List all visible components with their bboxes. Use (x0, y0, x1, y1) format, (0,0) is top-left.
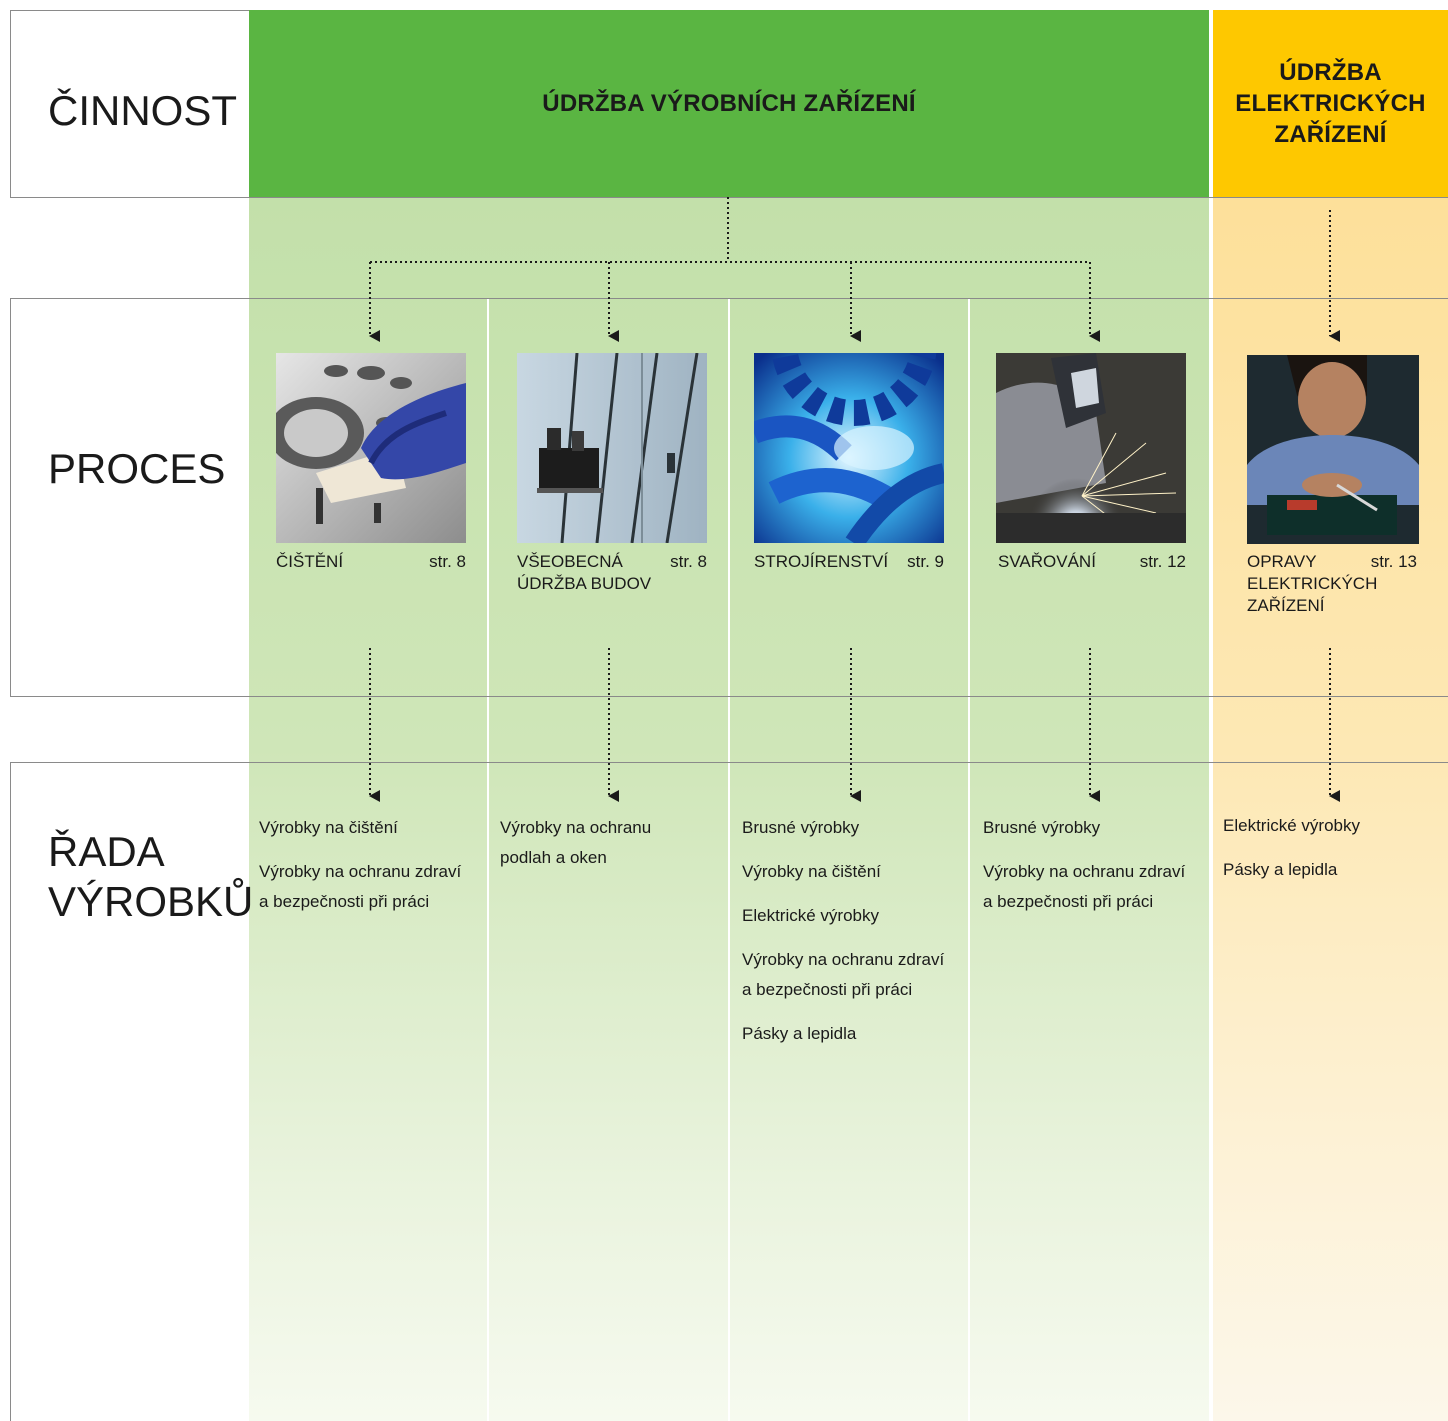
grid-line (10, 696, 1448, 697)
grid-line (10, 197, 1448, 198)
column-separator (728, 298, 730, 1421)
grid-line (10, 10, 11, 198)
column-separator (968, 298, 970, 1421)
welding-photo (996, 353, 1186, 543)
cleaning-photo (276, 353, 466, 543)
product-item: Elektrické výrobky (742, 906, 879, 925)
process-name-cisteni: ČIŠTĚNÍ (276, 552, 344, 571)
grid-line (10, 762, 11, 1421)
process-name-strojirenstvi: STROJÍRENSTVÍ (754, 552, 889, 571)
process-name-opravy: OPRAVY ELEKTRICKÝCH ZAŘÍZENÍ (1247, 552, 1378, 615)
product-item: Elektrické výrobky (1223, 816, 1360, 835)
product-list-cisteni: Výrobky na čištění Výrobky na ochranu zd… (259, 813, 474, 931)
product-item: Výrobky na ochranu zdraví a bezpečnosti … (742, 950, 945, 999)
grid-line (10, 298, 11, 697)
row-label-proces: PROCES (48, 445, 226, 492)
product-item: Výrobky na ochranu podlah a oken (500, 818, 652, 867)
product-list-udrzba-budov: Výrobky na ochranu podlah a oken (500, 813, 680, 887)
grid-line (10, 298, 1448, 299)
electrical-repair-photo (1247, 355, 1419, 544)
gears-photo (754, 353, 944, 543)
row-label-cinnost: ČINNOST (48, 87, 237, 134)
header-elektricke-line2: ELEKTRICKÝCH (1235, 89, 1426, 117)
building-maintenance-photo (517, 353, 707, 543)
process-page-cisteni: str. 8 (429, 552, 466, 571)
header-elektricke-line1: ÚDRŽBA (1279, 58, 1382, 86)
row-label-rada-line2: VÝROBKŮ (48, 877, 254, 925)
process-name-udrzba-budov: VŠEOBECNÁ ÚDRŽBA BUDOV (517, 552, 652, 593)
product-list-svarovani: Brusné výrobky Výrobky na ochranu zdraví… (983, 813, 1198, 931)
column-separator (487, 298, 489, 1421)
process-page-opravy: str. 13 (1370, 552, 1417, 571)
product-list-opravy: Elektrické výrobky Pásky a lepidla (1223, 811, 1438, 899)
process-page-udrzba-budov: str. 8 (670, 552, 707, 571)
product-list-strojirenstvi: Brusné výrobky Výrobky na čištění Elektr… (742, 813, 957, 1063)
header-vyrobni-label: ÚDRŽBA VÝROBNÍCH ZAŘÍZENÍ (542, 89, 916, 117)
product-item: Pásky a lepidla (742, 1024, 857, 1043)
process-page-svarovani: str. 12 (1139, 552, 1186, 571)
header-udrzba-elektrickych-zarizeni: ÚDRŽBA ELEKTRICKÝCH ZAŘÍZENÍ (1213, 10, 1448, 197)
product-item: Brusné výrobky (983, 818, 1101, 837)
process-page-strojirenstvi: str. 9 (907, 552, 944, 571)
product-item: Výrobky na ochranu zdraví a bezpečnosti … (983, 862, 1186, 911)
header-elektricke-line3: ZAŘÍZENÍ (1274, 121, 1387, 149)
product-item: Brusné výrobky (742, 818, 860, 837)
process-name-svarovani: SVAŘOVÁNÍ (998, 552, 1096, 571)
grid-line (10, 762, 1448, 763)
product-item: Pásky a lepidla (1223, 860, 1338, 879)
product-item: Výrobky na ochranu zdraví a bezpečnosti … (259, 862, 462, 911)
header-udrzba-vyrobnich-zarizeni: ÚDRŽBA VÝROBNÍCH ZAŘÍZENÍ (249, 10, 1209, 197)
row-label-rada-line1: ŘADA (48, 828, 165, 875)
grid-line (10, 10, 249, 11)
product-item: Výrobky na čištění (259, 818, 398, 837)
product-item: Výrobky na čištění (742, 862, 881, 881)
row-label-rada-vyrobku: ŘADA VÝROBKŮ (48, 827, 253, 926)
